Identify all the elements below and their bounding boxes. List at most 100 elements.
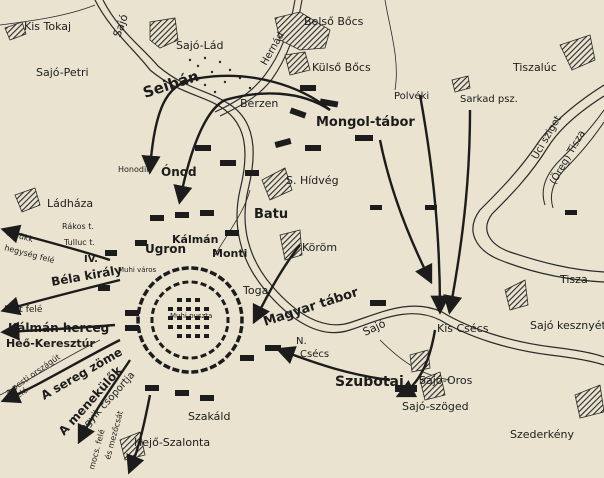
label-rakos: Rákos t.	[62, 222, 94, 231]
label-honodin: Honodin	[118, 165, 151, 174]
wagon	[158, 341, 165, 349]
wagon	[138, 297, 145, 306]
village-belso-bocs	[274, 11, 331, 51]
wagon	[235, 297, 242, 306]
label-hejo-szalonta: Hejő-Szalonta	[134, 436, 210, 449]
arrow-bukk	[0, 224, 111, 262]
wagon	[154, 275, 163, 283]
wagon	[142, 288, 150, 297]
wagon	[208, 348, 215, 355]
wagon	[191, 369, 199, 374]
wagon	[171, 367, 180, 373]
wagon	[230, 288, 238, 297]
label-sajo-kesznyeten: Sajó kesznyéten	[530, 319, 604, 332]
arrow-kalman	[0, 321, 116, 341]
arrow-korom	[252, 244, 301, 325]
label-batu: Batu	[254, 207, 288, 222]
wagon	[150, 325, 156, 333]
wagon	[158, 291, 165, 299]
wagon	[165, 285, 172, 292]
village-sajo-kesznyeten	[504, 279, 529, 311]
arrow-sarkad	[443, 109, 472, 315]
label-ugron: Ugron	[145, 242, 186, 256]
label-tulluc: Tulluc t.	[63, 238, 95, 247]
arrow-seiban	[141, 74, 331, 175]
muhi-house	[186, 307, 191, 311]
label-tiszaluc: Tiszalúc	[512, 61, 557, 74]
wagon	[153, 334, 160, 342]
wagon	[224, 351, 233, 359]
label-belso-bocs: Belső Bőcs	[304, 15, 364, 28]
village-s-hidveg	[261, 167, 293, 201]
village-sajo-lad	[149, 17, 179, 49]
wagon	[217, 358, 226, 366]
river-tisza	[472, 84, 604, 283]
muhi-house	[195, 307, 200, 311]
label-szakald: Szakáld	[188, 410, 230, 423]
muhi-house	[168, 325, 173, 329]
muhi-house	[204, 307, 209, 311]
muhi-house	[204, 325, 209, 329]
wagon	[191, 280, 198, 285]
label-szubotai: Szubotai	[335, 374, 404, 390]
wagon	[147, 351, 156, 359]
wagon	[220, 334, 227, 342]
muhi-house	[177, 334, 182, 338]
label-n-csecs-2: Csécs	[300, 348, 329, 360]
wagon	[150, 317, 154, 323]
muhi-house	[186, 325, 191, 329]
wagon	[215, 291, 222, 299]
village-sajo-szoged	[419, 371, 446, 401]
label-sarkad: Sarkad psz.	[460, 94, 518, 105]
muhi-house	[186, 316, 191, 320]
muhi-house	[195, 325, 200, 329]
wagon	[182, 280, 189, 285]
label-kis-tokaj: Kis Tokaj	[24, 20, 71, 33]
wagon	[209, 270, 218, 277]
arrow-szubotai-south	[395, 329, 437, 398]
label-heo-kereszt: Heő-Keresztúr	[6, 337, 96, 350]
wagon	[200, 367, 209, 373]
label-ladhaza: Ládháza	[47, 197, 93, 210]
wagon	[181, 266, 189, 271]
wagon	[217, 275, 226, 283]
muhi-house	[195, 298, 200, 302]
wagon	[147, 281, 156, 289]
wagon	[138, 334, 145, 343]
village-kulso-bocs	[284, 51, 311, 76]
wagon	[171, 267, 180, 273]
label-n-csecs-1: N.	[296, 336, 307, 347]
muhi-house	[168, 307, 173, 311]
wagon	[238, 306, 244, 315]
village-tiszaluc	[559, 34, 596, 71]
label-szederkeny: Szederkény	[510, 428, 575, 441]
label-sajo-lad: Sajó-Lád	[176, 39, 224, 52]
movement-arrows	[0, 74, 472, 475]
wagon	[224, 281, 233, 289]
wagon	[142, 343, 150, 352]
wagon	[200, 353, 207, 358]
wagon	[150, 307, 156, 315]
label-korom: Köröm	[302, 241, 337, 254]
wagon	[162, 270, 171, 277]
label-kalman-herceg: Kálmán herceg	[8, 321, 109, 335]
label-berzen: Berzen	[240, 97, 278, 110]
label-polveki: Polvéki	[394, 90, 429, 102]
wagon	[154, 358, 163, 366]
arrow-seiban-2	[173, 92, 331, 205]
wagon-camp	[136, 266, 244, 374]
label-kis-csecs: Kis Csécs	[437, 322, 489, 335]
muhi-house	[186, 298, 191, 302]
wagon	[181, 369, 189, 374]
village-ladhaza	[14, 187, 41, 213]
arrow-menekulok	[77, 359, 131, 445]
village-kis-tokaj	[4, 21, 27, 41]
muhi-house	[168, 316, 173, 320]
wagon	[182, 355, 189, 360]
river-oreg-tisza	[542, 109, 604, 209]
muhi-house	[195, 334, 200, 338]
arrow-polveki	[418, 94, 450, 315]
arrow-szubotai-west	[275, 346, 391, 382]
muhi-house	[186, 334, 191, 338]
village-korom	[279, 229, 303, 261]
